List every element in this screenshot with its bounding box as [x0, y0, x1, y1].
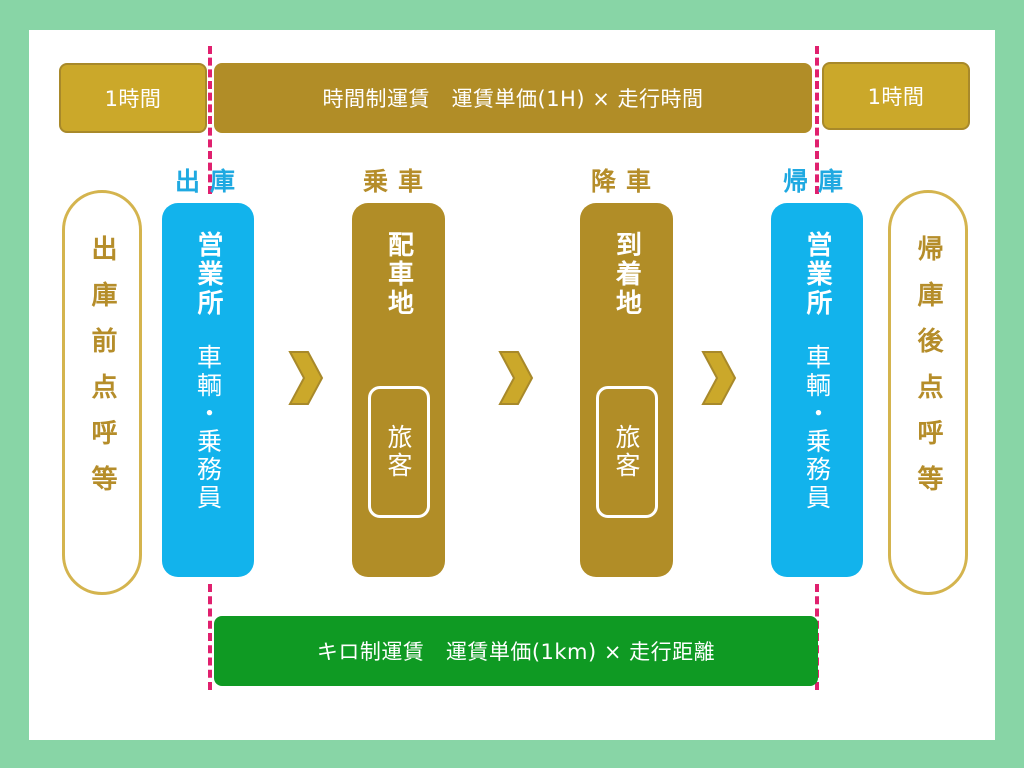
- pre-departure-check-pill: 出庫前点呼等: [62, 190, 142, 595]
- pickup-passenger-label: 旅客: [384, 424, 413, 480]
- office-return-column: 営業所 車輌・乗務員: [771, 203, 863, 577]
- office-departure-title: 営業所: [193, 231, 223, 318]
- dropoff-location-title: 到着地: [611, 231, 642, 318]
- office-departure-body: 車輌・乗務員: [193, 344, 223, 512]
- right-hour-box: 1時間: [822, 62, 970, 130]
- office-return-body: 車輌・乗務員: [802, 344, 832, 512]
- return-boundary-line: [815, 46, 819, 194]
- stage-alighting-label: 降車: [590, 167, 661, 196]
- stage-boarding-label: 乗車: [362, 167, 433, 196]
- office-return-title: 営業所: [802, 231, 832, 318]
- pickup-passenger-box: 旅客: [367, 386, 430, 518]
- pre-departure-check-text: 出庫前点呼等: [87, 235, 117, 511]
- post-return-check-text: 帰庫後点呼等: [913, 235, 943, 511]
- pickup-location-title: 配車地: [383, 231, 414, 318]
- dropoff-passenger-label: 旅客: [612, 424, 641, 480]
- dropoff-passenger-box: 旅客: [595, 386, 658, 518]
- stage-return-label: 帰庫: [782, 167, 853, 196]
- departure-boundary-line-lower: [208, 584, 212, 690]
- stage-departure-label: 出庫: [174, 167, 245, 196]
- chevron-right-icon: [288, 351, 324, 405]
- left-hour-box: 1時間: [59, 63, 207, 133]
- time-fare-bar: 時間制運賃 運賃単価(1H) × 走行時間: [214, 63, 812, 133]
- pickup-location-column: 配車地 旅客: [352, 203, 445, 577]
- chevron-right-icon: [701, 351, 737, 405]
- chevron-right-icon: [498, 351, 534, 405]
- dropoff-location-column: 到着地 旅客: [580, 203, 673, 577]
- post-return-check-pill: 帰庫後点呼等: [888, 190, 968, 595]
- distance-fare-bar: キロ制運賃 運賃単価(1km) × 走行距離: [214, 616, 818, 686]
- office-departure-column: 営業所 車輌・乗務員: [162, 203, 254, 577]
- departure-boundary-line: [208, 46, 212, 194]
